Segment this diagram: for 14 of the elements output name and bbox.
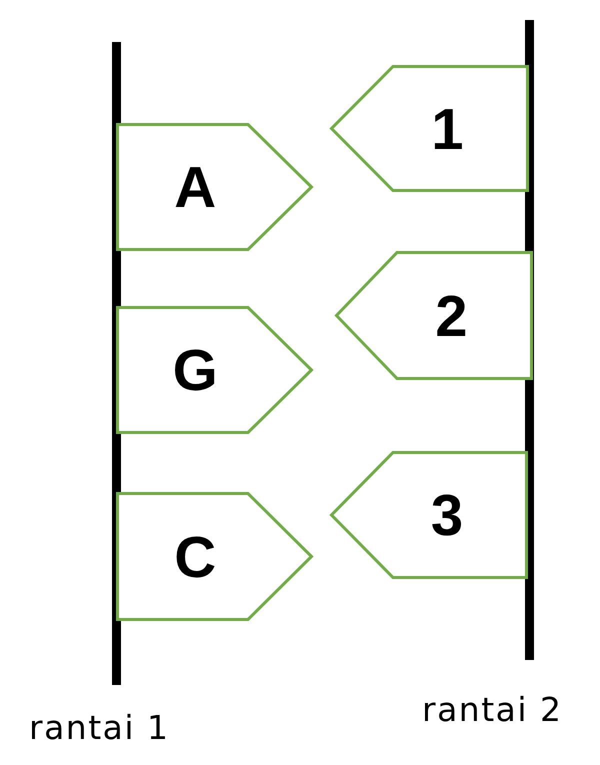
base-label: 3 bbox=[430, 487, 464, 545]
pentagon-tag bbox=[116, 306, 313, 434]
pentagon-tag bbox=[335, 251, 533, 380]
strand-label: rantai 1 bbox=[29, 711, 170, 744]
pentagon-tag bbox=[330, 451, 528, 579]
pentagon-tag bbox=[330, 65, 529, 192]
pentagon-tag bbox=[116, 492, 313, 621]
base-label: G bbox=[172, 342, 218, 400]
strand-label: rantai 2 bbox=[422, 693, 563, 726]
base-label: A bbox=[174, 159, 216, 217]
base-label: 1 bbox=[431, 100, 464, 158]
base-label: C bbox=[174, 528, 216, 586]
pentagon-tag bbox=[116, 123, 313, 251]
base-label: 2 bbox=[435, 288, 468, 346]
